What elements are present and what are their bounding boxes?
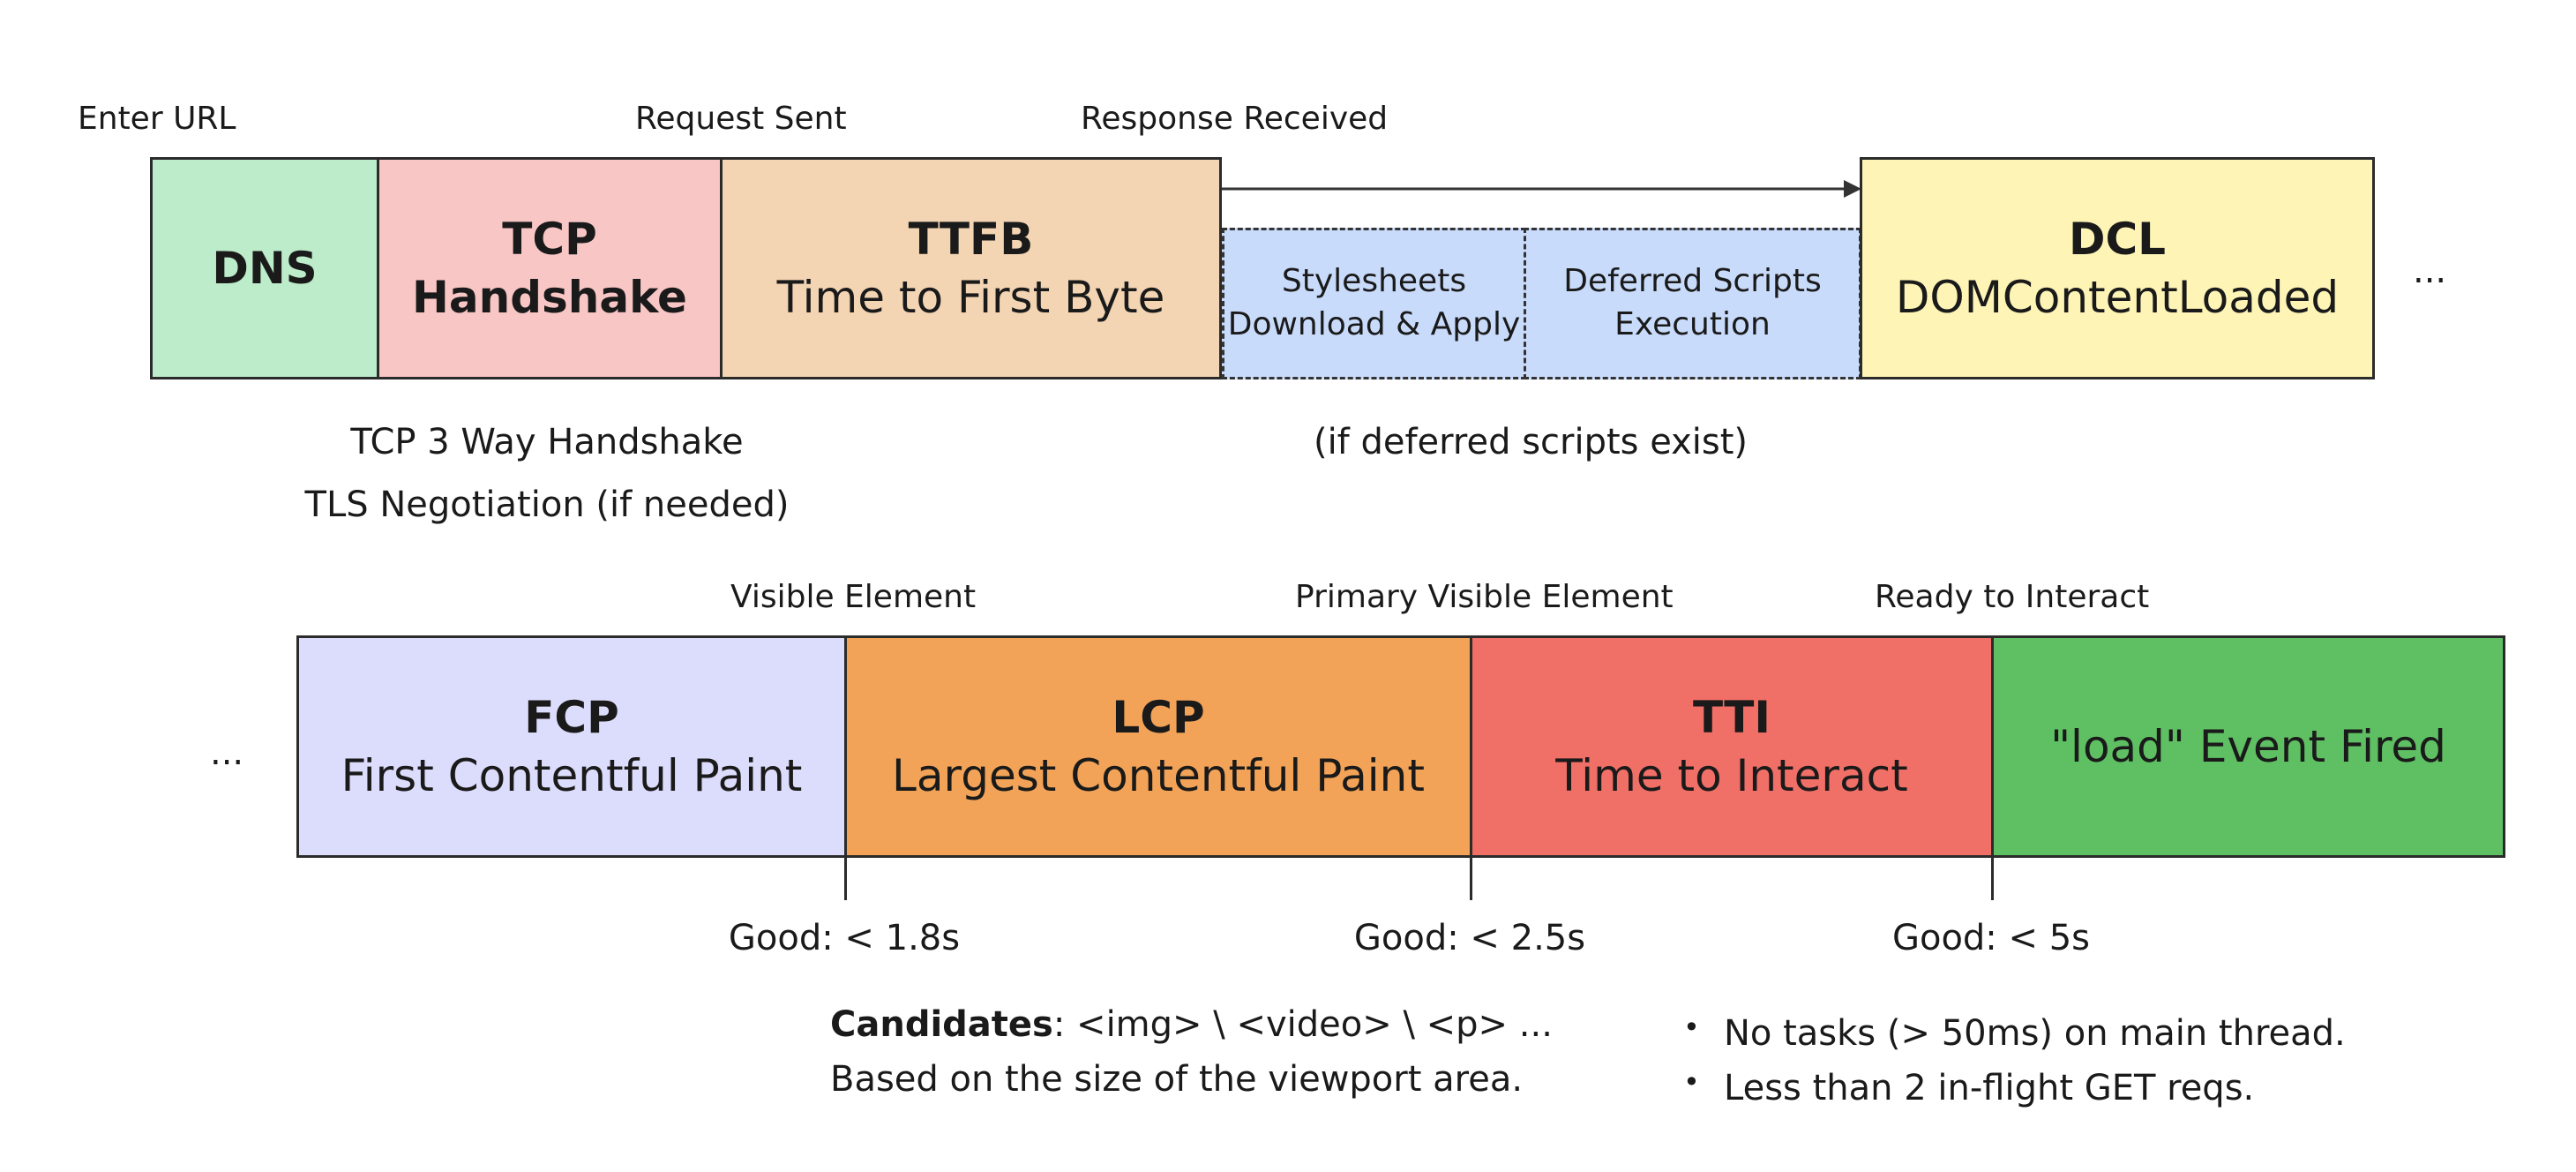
label-request-sent: Request Sent xyxy=(635,101,847,137)
stylesheets-line1: Stylesheets xyxy=(1281,263,1467,300)
label-ready-to-interact: Ready to Interact xyxy=(1875,579,2150,615)
tick-fcp xyxy=(844,856,847,900)
tti-criteria-item: Less than 2 in-flight GET reqs. xyxy=(1683,1061,2346,1116)
box-tti: TTI Time to Interact xyxy=(1470,635,1994,858)
note-tcp-3way: TCP 3 Way Handshake xyxy=(350,422,744,462)
lcp-subtitle: Largest Contentful Paint xyxy=(892,750,1425,801)
note-tls: TLS Negotiation (if needed) xyxy=(304,485,790,525)
ttfb-title: TTFB xyxy=(908,214,1034,265)
tti-criteria-item: No tasks (> 50ms) on main thread. xyxy=(1683,1006,2346,1061)
stylesheets-line2: Download & Apply xyxy=(1227,306,1521,342)
threshold-tti: Good: < 5s xyxy=(1891,918,2091,958)
candidates-label: Candidates xyxy=(830,1004,1053,1045)
dcl-subtitle: DOMContentLoaded xyxy=(1895,272,2340,323)
row1-ellipsis: ... xyxy=(2413,251,2447,291)
tick-lcp xyxy=(1470,856,1472,900)
note-deferred-exist: (if deferred scripts exist) xyxy=(1313,422,1749,462)
label-response-received: Response Received xyxy=(1081,101,1389,137)
box-tcp-handshake: TCP Handshake xyxy=(377,157,723,379)
dns-title: DNS xyxy=(212,243,318,294)
dcl-title: DCL xyxy=(2068,214,2167,265)
box-fcp: FCP First Contentful Paint xyxy=(296,635,847,858)
row2-ellipsis: ... xyxy=(210,732,244,773)
box-ttfb: TTFB Time to First Byte xyxy=(720,157,1222,379)
fcp-subtitle: First Contentful Paint xyxy=(341,750,803,801)
box-lcp: LCP Largest Contentful Paint xyxy=(844,635,1472,858)
box-stylesheets: Stylesheets Download & Apply xyxy=(1222,228,1526,379)
tti-criteria-list: No tasks (> 50ms) on main thread. Less t… xyxy=(1683,1006,2346,1116)
tti-subtitle: Time to Interact xyxy=(1555,750,1908,801)
candidates-list: : <img> \ <video> \ <p> ... xyxy=(1052,1004,1553,1045)
lcp-candidates-note: Candidates: <img> \ <video> \ <p> ... Ba… xyxy=(830,997,1553,1107)
deferred-line2: Execution xyxy=(1614,306,1771,342)
fcp-title: FCP xyxy=(524,692,619,743)
tcp-subtitle: Handshake xyxy=(412,272,687,323)
box-load-event: "load" Event Fired xyxy=(1991,635,2505,858)
threshold-fcp: Good: < 1.8s xyxy=(728,918,961,958)
lcp-title: LCP xyxy=(1112,692,1205,743)
box-dns: DNS xyxy=(150,157,379,379)
label-visible-element: Visible Element xyxy=(730,579,977,615)
tti-title: TTI xyxy=(1693,692,1771,743)
tick-tti xyxy=(1991,856,1994,900)
deferred-line1: Deferred Scripts xyxy=(1563,263,1822,300)
tcp-title: TCP xyxy=(502,214,597,265)
label-enter-url: Enter URL xyxy=(78,101,236,137)
box-dcl: DCL DOMContentLoaded xyxy=(1860,157,2375,379)
threshold-lcp: Good: < 2.5s xyxy=(1353,918,1586,958)
label-primary-visible-element: Primary Visible Element xyxy=(1295,579,1674,615)
load-subtitle: "load" Event Fired xyxy=(2050,721,2446,772)
candidates-line2: Based on the size of the viewport area. xyxy=(830,1059,1524,1100)
box-deferred-scripts: Deferred Scripts Execution xyxy=(1524,228,1861,379)
ttfb-subtitle: Time to First Byte xyxy=(776,272,1165,323)
